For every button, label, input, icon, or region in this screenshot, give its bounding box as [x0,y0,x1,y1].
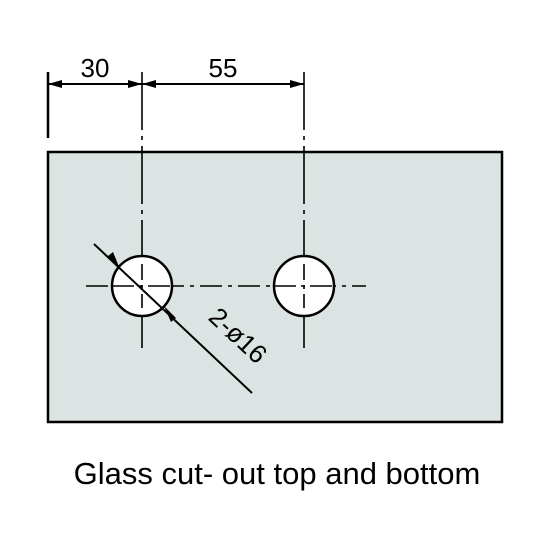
arrow-hole2-left [290,80,304,88]
dimension-label-55: 55 [209,53,238,83]
dimension-label-30: 30 [81,53,110,83]
leader-arrow-bottom [164,306,176,322]
arrow-hole1-left [128,80,142,88]
arrow-edge-right [48,80,62,88]
hole-2-cross [274,264,334,308]
leader-arrow-top [108,252,120,269]
arrow-hole1-right [142,80,156,88]
drawing-caption: Glass cut- out top and bottom [73,456,481,491]
hole-1-cross [112,264,172,308]
dimension-arrows [48,80,304,88]
